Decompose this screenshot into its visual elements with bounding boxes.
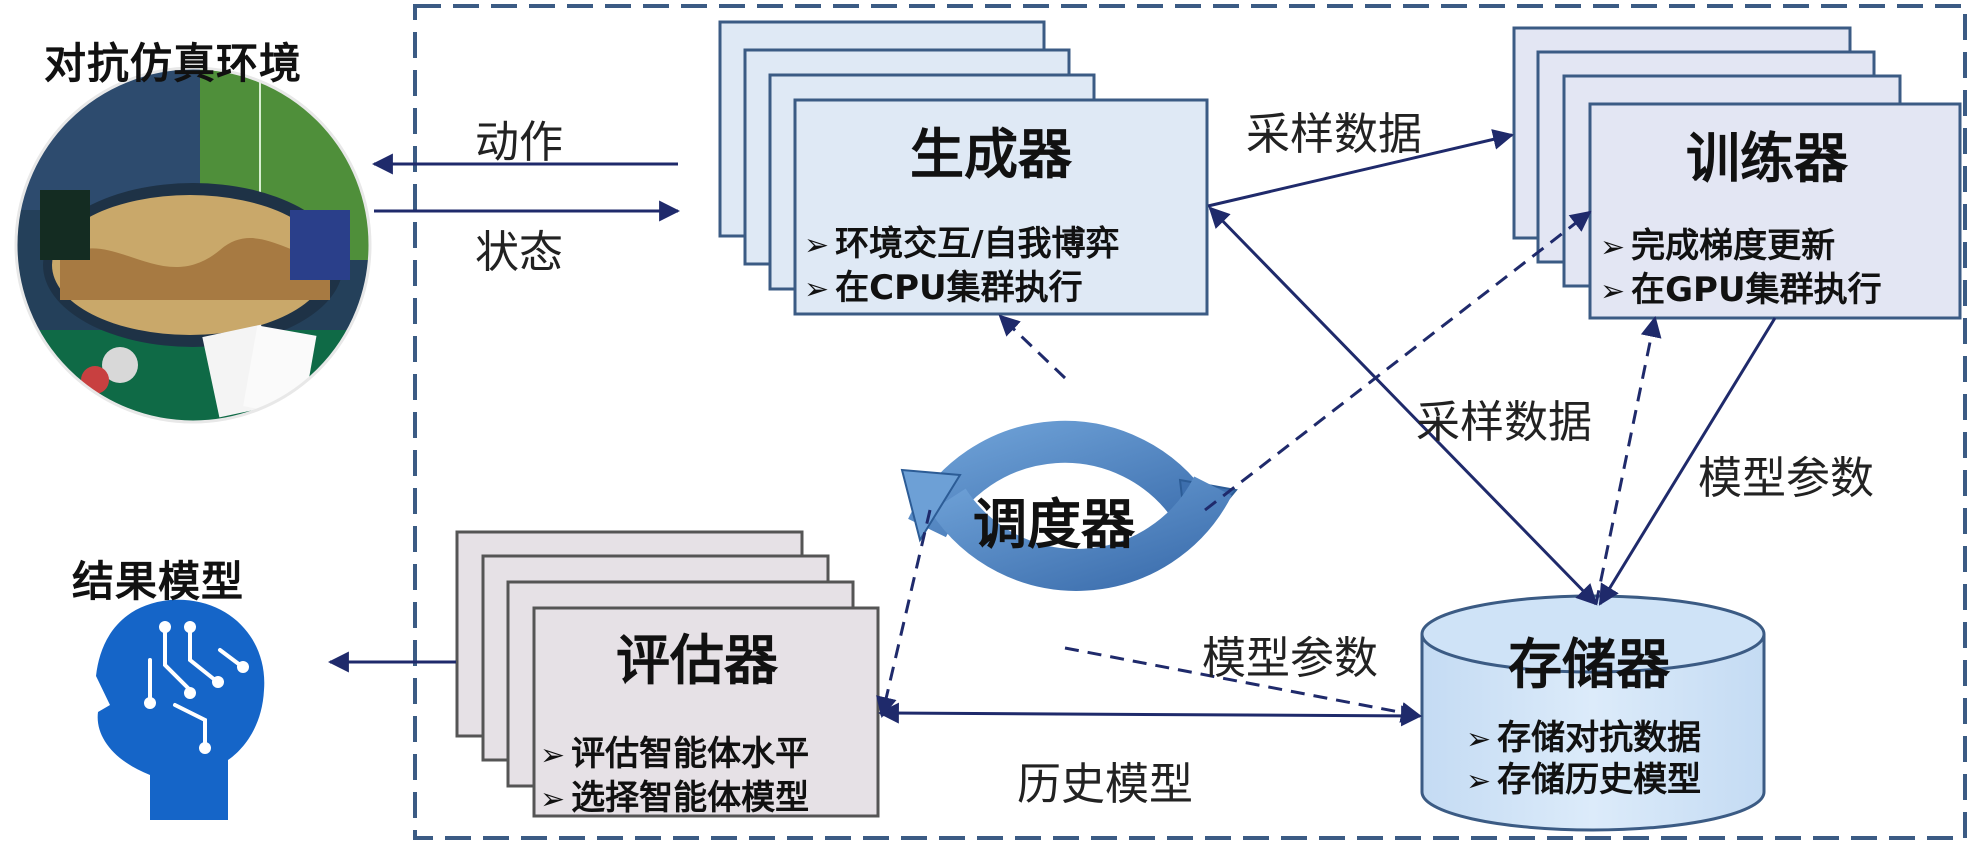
storage-bullet-1: ➢存储对抗数据 [1466, 718, 1702, 758]
trainer-box [1588, 102, 1962, 320]
evaluator-bullet-1: ➢评估智能体水平 [540, 734, 810, 774]
model-params-label-right: 模型参数 [1698, 453, 1874, 504]
bullet-arrow-icon: ➢ [540, 782, 566, 817]
bullet-arrow-icon: ➢ [804, 228, 830, 263]
sample-data-label-top: 采样数据 [1246, 109, 1422, 160]
sample-data-arrow-top [1207, 129, 1515, 208]
env-image [14, 66, 372, 424]
result-title: 结果模型 [72, 557, 245, 606]
sample-data-arrow-mid [1208, 206, 1598, 606]
bullet-arrow-icon: ➢ [804, 272, 830, 307]
system-boundary-frame [413, 4, 1967, 840]
generator-title: 生成器 [910, 123, 1072, 186]
scheduler-to-evaluator-dashed-arrow [876, 509, 932, 719]
model-params-label-bottom: 模型参数 [1202, 633, 1378, 684]
model-params-arrow-right [1598, 317, 1777, 606]
generator-stack [718, 20, 1209, 316]
evaluator-stack [455, 530, 880, 818]
scheduler-to-storage-dashed-arrow [1064, 646, 1423, 723]
state-label: 状态 [475, 227, 563, 278]
action-label: 动作 [475, 117, 563, 168]
bullet-arrow-icon: ➢ [1600, 274, 1626, 309]
evaluator-bullet-2: ➢选择智能体模型 [540, 778, 810, 818]
scheduler-title: 调度器 [973, 493, 1135, 556]
history-model-label: 历史模型 [1017, 759, 1193, 810]
evaluator-title: 评估器 [616, 629, 778, 692]
storage-cylinder [1420, 594, 1766, 832]
sample-data-label-mid: 采样数据 [1416, 397, 1592, 448]
storage-title: 存储器 [1508, 633, 1670, 696]
storage-to-trainer-dashed-arrow [1594, 315, 1662, 605]
trainer-title: 训练器 [1686, 127, 1848, 190]
bullet-arrow-icon: ➢ [1466, 722, 1492, 757]
scheduler-to-trainer-dashed-arrow [1204, 210, 1592, 512]
bullet-arrow-icon: ➢ [1466, 764, 1492, 799]
brain-head-icon [96, 599, 265, 820]
scheduler-to-generator-dashed-arrow [998, 314, 1067, 380]
evaluator-box [532, 606, 880, 818]
storage-bullet-2: ➢存储历史模型 [1466, 760, 1702, 800]
bullet-arrow-icon: ➢ [540, 738, 566, 773]
bullet-arrow-icon: ➢ [1600, 230, 1626, 265]
generator-bullet-2: ➢在CPU集群执行 [804, 268, 1083, 308]
trainer-bullet-1: ➢完成梯度更新 [1600, 226, 1836, 266]
cycle-arrows-icon [900, 420, 1238, 591]
generator-box [793, 98, 1209, 316]
history-model-arrow [877, 702, 1423, 727]
env-title: 对抗仿真环境 [44, 39, 303, 88]
trainer-bullet-2: ➢在GPU集群执行 [1600, 270, 1882, 310]
generator-bullet-1: ➢环境交互/自我博弈 [804, 224, 1120, 264]
edges [327, 129, 1777, 727]
trainer-stack [1512, 26, 1962, 320]
